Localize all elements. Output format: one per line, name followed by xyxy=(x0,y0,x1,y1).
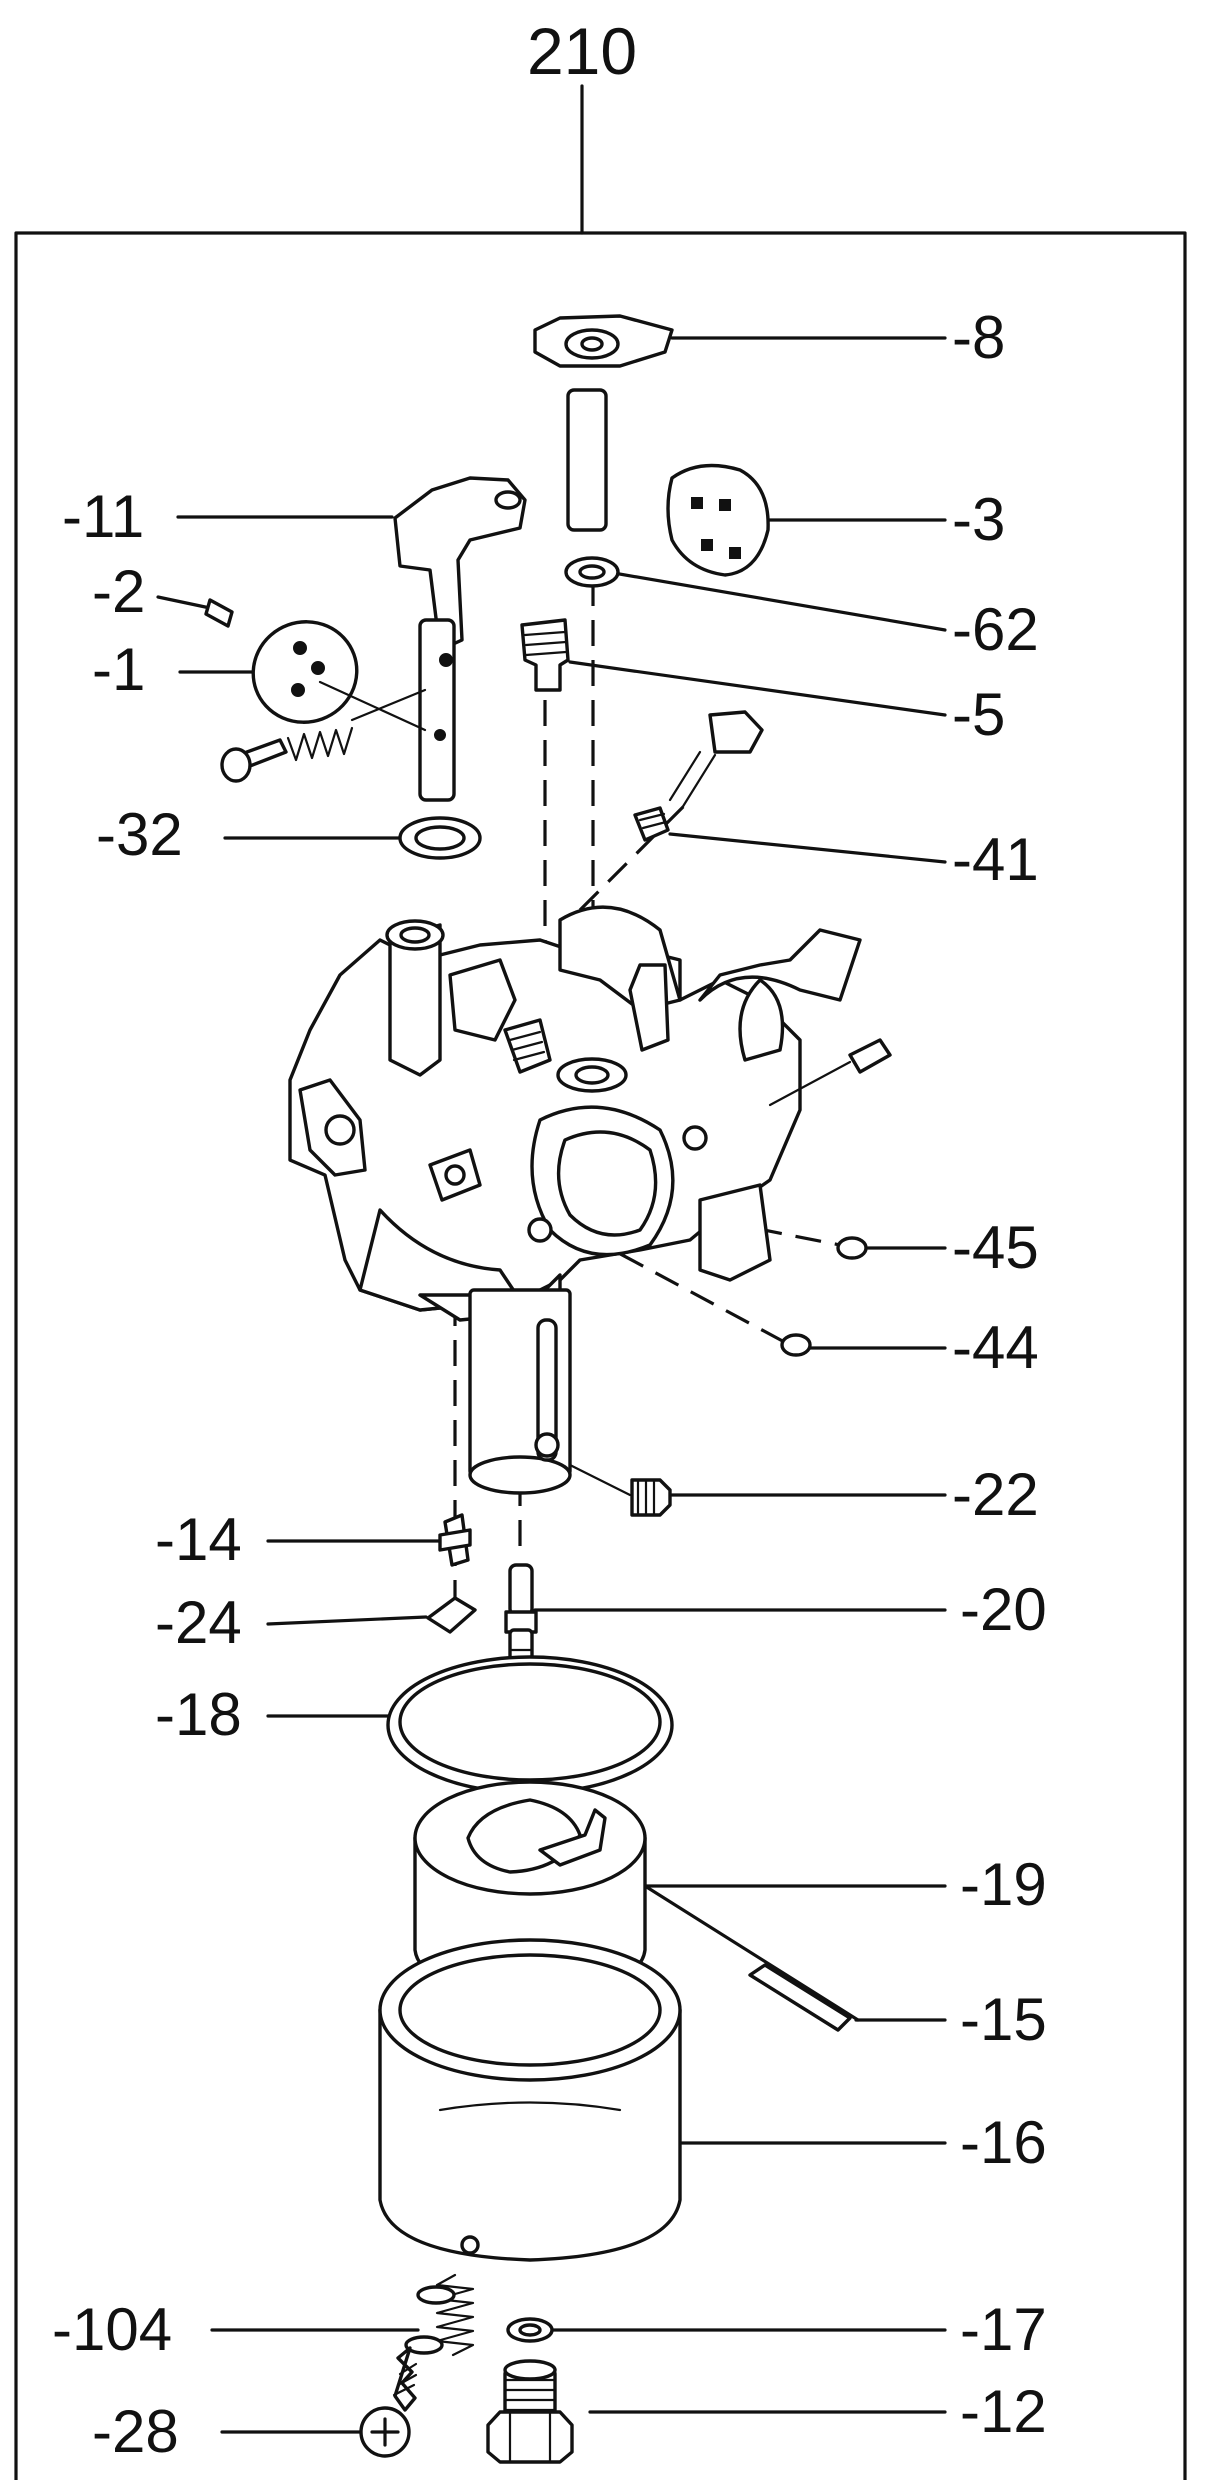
label-part-5: -5 xyxy=(952,681,1005,748)
carburetor-body xyxy=(288,905,862,1322)
label-part-20: -20 xyxy=(960,1576,1047,1643)
label-part-2: -2 xyxy=(92,558,145,625)
throttle-shaft-part-8 xyxy=(533,314,674,532)
screw-part-28 xyxy=(359,2346,418,2458)
label-part-15: -15 xyxy=(960,1986,1047,2053)
label-part-45: -45 xyxy=(952,1214,1039,1281)
screw-part-45 xyxy=(836,1236,868,1260)
washer-part-62 xyxy=(564,556,620,588)
seal-ring-part-32 xyxy=(398,816,482,860)
pilot-screw-part-41 xyxy=(633,710,764,842)
washer-part-17 xyxy=(506,2317,554,2343)
label-part-22: -22 xyxy=(952,1461,1039,1528)
label-part-16: -16 xyxy=(960,2109,1047,2176)
label-part-24: -24 xyxy=(155,1589,242,1656)
label-part-8: -8 xyxy=(952,304,1005,371)
leader-lines xyxy=(156,336,947,2434)
gasket-part-18 xyxy=(386,1655,674,1795)
label-part-19: -19 xyxy=(960,1851,1047,1918)
label-part-14: -14 xyxy=(155,1506,242,1573)
assembly-frame xyxy=(14,231,1187,2480)
needle-part-14 xyxy=(438,1513,472,1567)
spring-part-104 xyxy=(404,2273,475,2357)
jet-part-5 xyxy=(520,618,570,692)
label-part-44: -44 xyxy=(952,1314,1039,1381)
label-part-32: -32 xyxy=(96,801,183,868)
drain-bolt-part-12 xyxy=(486,2359,574,2464)
label-part-28: -28 xyxy=(92,2398,179,2465)
screw-part-2 xyxy=(204,598,234,628)
label-part-1: -1 xyxy=(92,636,145,703)
label-part-104: -104 xyxy=(52,2296,172,2363)
float-pin-part-15 xyxy=(748,1963,852,2032)
label-part-62: -62 xyxy=(952,596,1039,663)
side-screw xyxy=(768,1038,892,1107)
label-part-12: -12 xyxy=(960,2378,1047,2445)
assembly-number: 210 xyxy=(527,14,637,88)
screw-part-44 xyxy=(780,1333,812,1357)
label-part-18: -18 xyxy=(155,1681,242,1748)
label-part-11: -11 xyxy=(62,483,144,550)
label-part-41: -41 xyxy=(952,826,1039,893)
plug-part-22 xyxy=(568,1463,672,1517)
choke-plate-part-1 xyxy=(251,620,427,732)
choke-shaft-part-11 xyxy=(393,476,527,802)
idle-screw-and-spring xyxy=(220,688,427,783)
label-part-3: -3 xyxy=(952,486,1005,553)
float-chamber-post xyxy=(468,1288,572,1495)
float-bowl-part-16 xyxy=(378,1938,682,2262)
label-part-17: -17 xyxy=(960,2296,1047,2363)
clip-part-24 xyxy=(426,1596,477,1634)
throttle-plate-part-3 xyxy=(666,463,770,577)
